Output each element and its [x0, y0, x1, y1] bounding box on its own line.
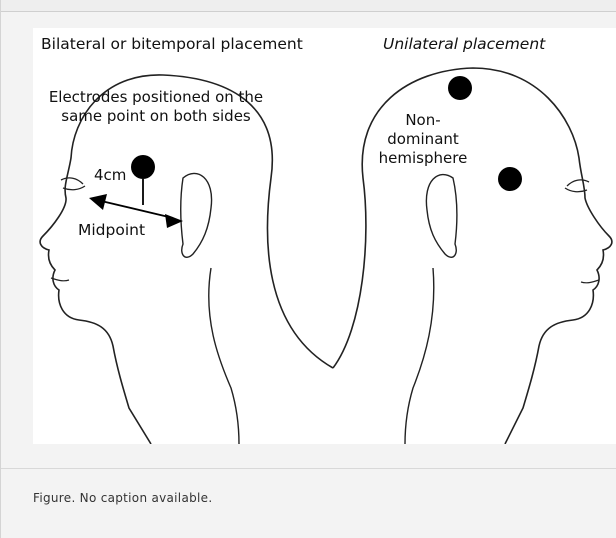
electrode-dot-left	[131, 155, 155, 179]
left-head-outline	[40, 75, 333, 444]
bilateral-title: Bilateral or bitemporal placement	[41, 35, 303, 53]
top-bar	[1, 0, 616, 12]
right-ear	[426, 175, 457, 258]
hemisphere-label: Non-dominant hemisphere	[371, 111, 475, 168]
figure-caption: Figure. No caption available.	[33, 491, 212, 505]
arrowhead-left	[89, 194, 107, 210]
distance-label: 4cm	[94, 166, 126, 184]
right-eye	[565, 180, 589, 192]
caption-divider	[1, 468, 616, 469]
figure-image: Bilateral or bitemporal placement Unilat…	[33, 28, 616, 444]
right-neck-back	[405, 268, 434, 444]
electrode-dot-temporal	[498, 167, 522, 191]
left-ear	[181, 173, 212, 257]
electrode-dot-top	[448, 76, 472, 100]
left-eye	[61, 178, 85, 190]
left-neck-back	[209, 268, 239, 444]
midpoint-label: Midpoint	[78, 221, 145, 239]
right-mouth	[581, 280, 599, 283]
unilateral-title: Unilateral placement	[383, 35, 545, 53]
distance-arrow-line	[97, 200, 173, 218]
electrodes-label: Electrodes positioned on the same point …	[33, 88, 279, 126]
